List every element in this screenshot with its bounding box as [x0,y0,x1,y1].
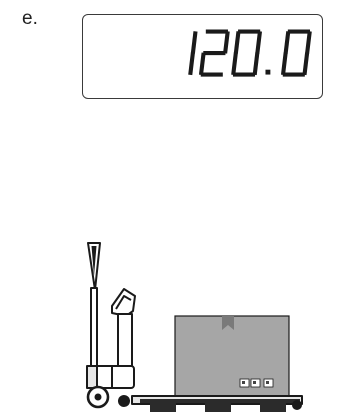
pallet [140,399,300,412]
cardboard-box [175,316,289,397]
scale-column [112,289,135,370]
truck-handle [88,243,100,368]
truck-body [87,366,134,388]
